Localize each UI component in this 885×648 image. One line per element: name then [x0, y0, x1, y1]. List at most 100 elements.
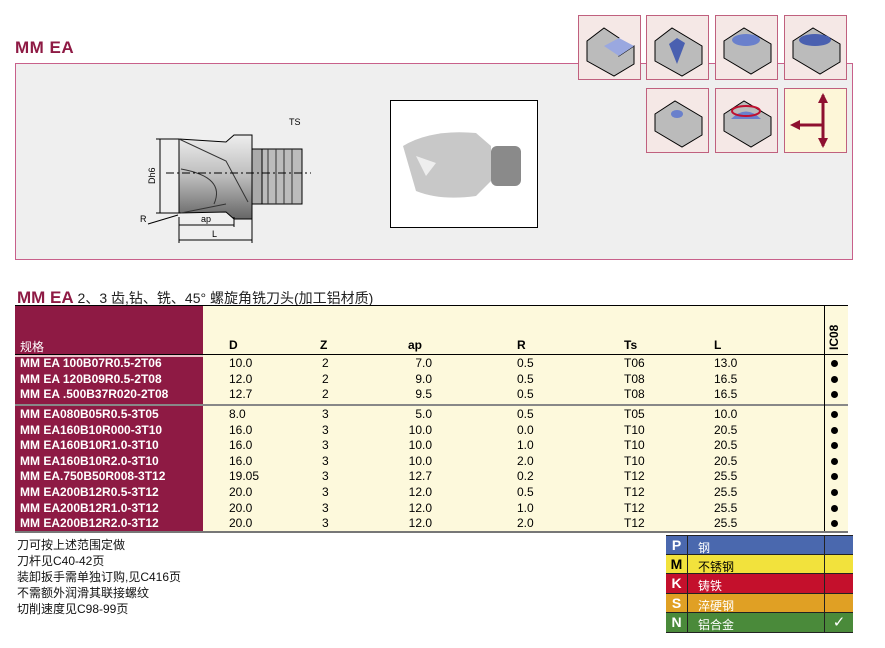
slot-pocket-icon [784, 15, 847, 80]
material-name: 钢 [698, 541, 711, 555]
cell-z: 3 [322, 438, 329, 453]
cell-l: 16.5 [714, 371, 738, 386]
cell-z: 3 [322, 407, 329, 421]
cell-d: 10.0 [229, 356, 253, 370]
material-letter: M [666, 554, 688, 574]
cell-l: 25.5 [714, 485, 738, 499]
grade-available-dot [831, 473, 838, 481]
cell-z: 2 [322, 356, 329, 370]
grade-available-dot [831, 375, 838, 383]
feed-directions-icon [784, 88, 847, 153]
product-table: 规格 D Z ap R Ts L IC08 MM EA 100B07R0.5-2… [15, 305, 848, 533]
name-column [15, 306, 203, 531]
header-grade: IC08 [827, 324, 841, 350]
cell-r: 0.5 [517, 371, 534, 386]
product-photo [390, 100, 538, 228]
note-line: 装卸扳手需单独订购,见C416页 [17, 570, 182, 584]
dh6-label: Dh6 [147, 167, 157, 184]
cell-ap: 5.0 [415, 407, 432, 421]
cell-z: 3 [322, 500, 329, 515]
cell-r: 1.0 [517, 438, 534, 453]
cell-name: MM EA200B12R0.5-3T12 [20, 485, 159, 499]
slot-milling-icon [646, 15, 709, 80]
l-label: L [212, 229, 217, 239]
cell-r: 0.5 [517, 387, 534, 402]
r-label: R [140, 214, 147, 224]
cell-name: MM EA160B10R2.0-3T10 [20, 453, 159, 468]
ap-label: ap [201, 214, 211, 224]
cell-ts: T10 [624, 453, 645, 468]
cell-z: 3 [322, 516, 329, 531]
cell-ts: T12 [624, 485, 645, 499]
check-icon [824, 574, 853, 593]
header-ts: Ts [624, 338, 638, 352]
material-letter: N [666, 613, 688, 632]
cell-ts: T12 [624, 500, 645, 515]
cell-l: 25.5 [714, 469, 738, 484]
note-line: 切削速度见C98-99页 [17, 602, 129, 616]
cell-d: 12.0 [229, 371, 253, 386]
header-ap: ap [408, 338, 423, 352]
cell-z: 2 [322, 387, 329, 402]
cell-ts: T06 [624, 356, 645, 370]
material-letter: S [666, 593, 688, 613]
grade-available-dot [831, 489, 838, 496]
note-line: 刀可按上述范围定做 [17, 538, 126, 552]
cutter-drawing: Dh6 TS ap L R [140, 117, 311, 243]
cell-l: 10.0 [714, 407, 738, 421]
cell-d: 20.0 [229, 485, 253, 499]
cell-name: MM EA.750B50R008-3T12 [20, 469, 166, 484]
cell-d: 8.0 [229, 407, 246, 421]
grade-available-dot [831, 457, 838, 465]
header-name: 规格 [20, 340, 45, 354]
header-z: Z [320, 338, 328, 352]
page-title: MM EA [15, 38, 75, 57]
cell-d: 20.0 [229, 516, 253, 531]
cell-z: 3 [322, 453, 329, 468]
cell-name: MM EA .500B37R020-2T08 [20, 387, 169, 402]
cell-ts: T08 [624, 371, 645, 386]
cell-d: 16.0 [229, 438, 253, 453]
grade-available-dot [831, 426, 838, 434]
check-icon [824, 554, 853, 574]
grade-available-dot [831, 360, 838, 367]
cell-ap: 10.0 [408, 422, 432, 437]
cell-name: MM EA200B12R1.0-3T12 [20, 500, 159, 515]
grade-available-dot [831, 504, 838, 512]
grade-available-dot [831, 411, 838, 418]
cell-r: 2.0 [517, 516, 534, 531]
pocket-milling-icon [715, 15, 778, 80]
cell-d: 12.7 [229, 387, 253, 402]
cell-ap: 9.0 [415, 371, 432, 386]
cell-d: 19.05 [229, 469, 260, 484]
table-title-code: MM EA [17, 288, 74, 307]
helical-interpolation-icon [715, 88, 778, 153]
check-icon [824, 593, 853, 613]
cell-ap: 12.0 [408, 500, 432, 515]
cell-r: 0.5 [517, 356, 534, 370]
cell-l: 16.5 [714, 387, 738, 402]
table-title-text: 2、3 齿,钻、铣、45° 螺旋角铣刀头(加工铝材质) [73, 290, 374, 306]
cell-z: 3 [322, 485, 329, 499]
note-line: 刀杆见C40-42页 [17, 554, 105, 568]
material-name: 不锈钢 [698, 559, 735, 574]
material-letter: K [666, 574, 688, 593]
cell-l: 25.5 [714, 500, 738, 515]
table-title: MM EA 2、3 齿,钻、铣、45° 螺旋角铣刀头(加工铝材质) [17, 288, 373, 308]
notes: 刀可按上述范围定做刀杆见C40-42页装卸扳手需单独订购,见C416页不需额外润… [17, 537, 181, 617]
cell-ts: T05 [624, 407, 645, 421]
cell-r: 0.5 [517, 407, 534, 421]
note-line: 不需额外润滑其联接螺纹 [17, 586, 150, 600]
cell-name: MM EA 100B07R0.5-2T06 [20, 356, 162, 370]
cell-name: MM EA200B12R2.0-3T12 [20, 516, 159, 531]
cell-ap: 7.0 [415, 356, 432, 370]
